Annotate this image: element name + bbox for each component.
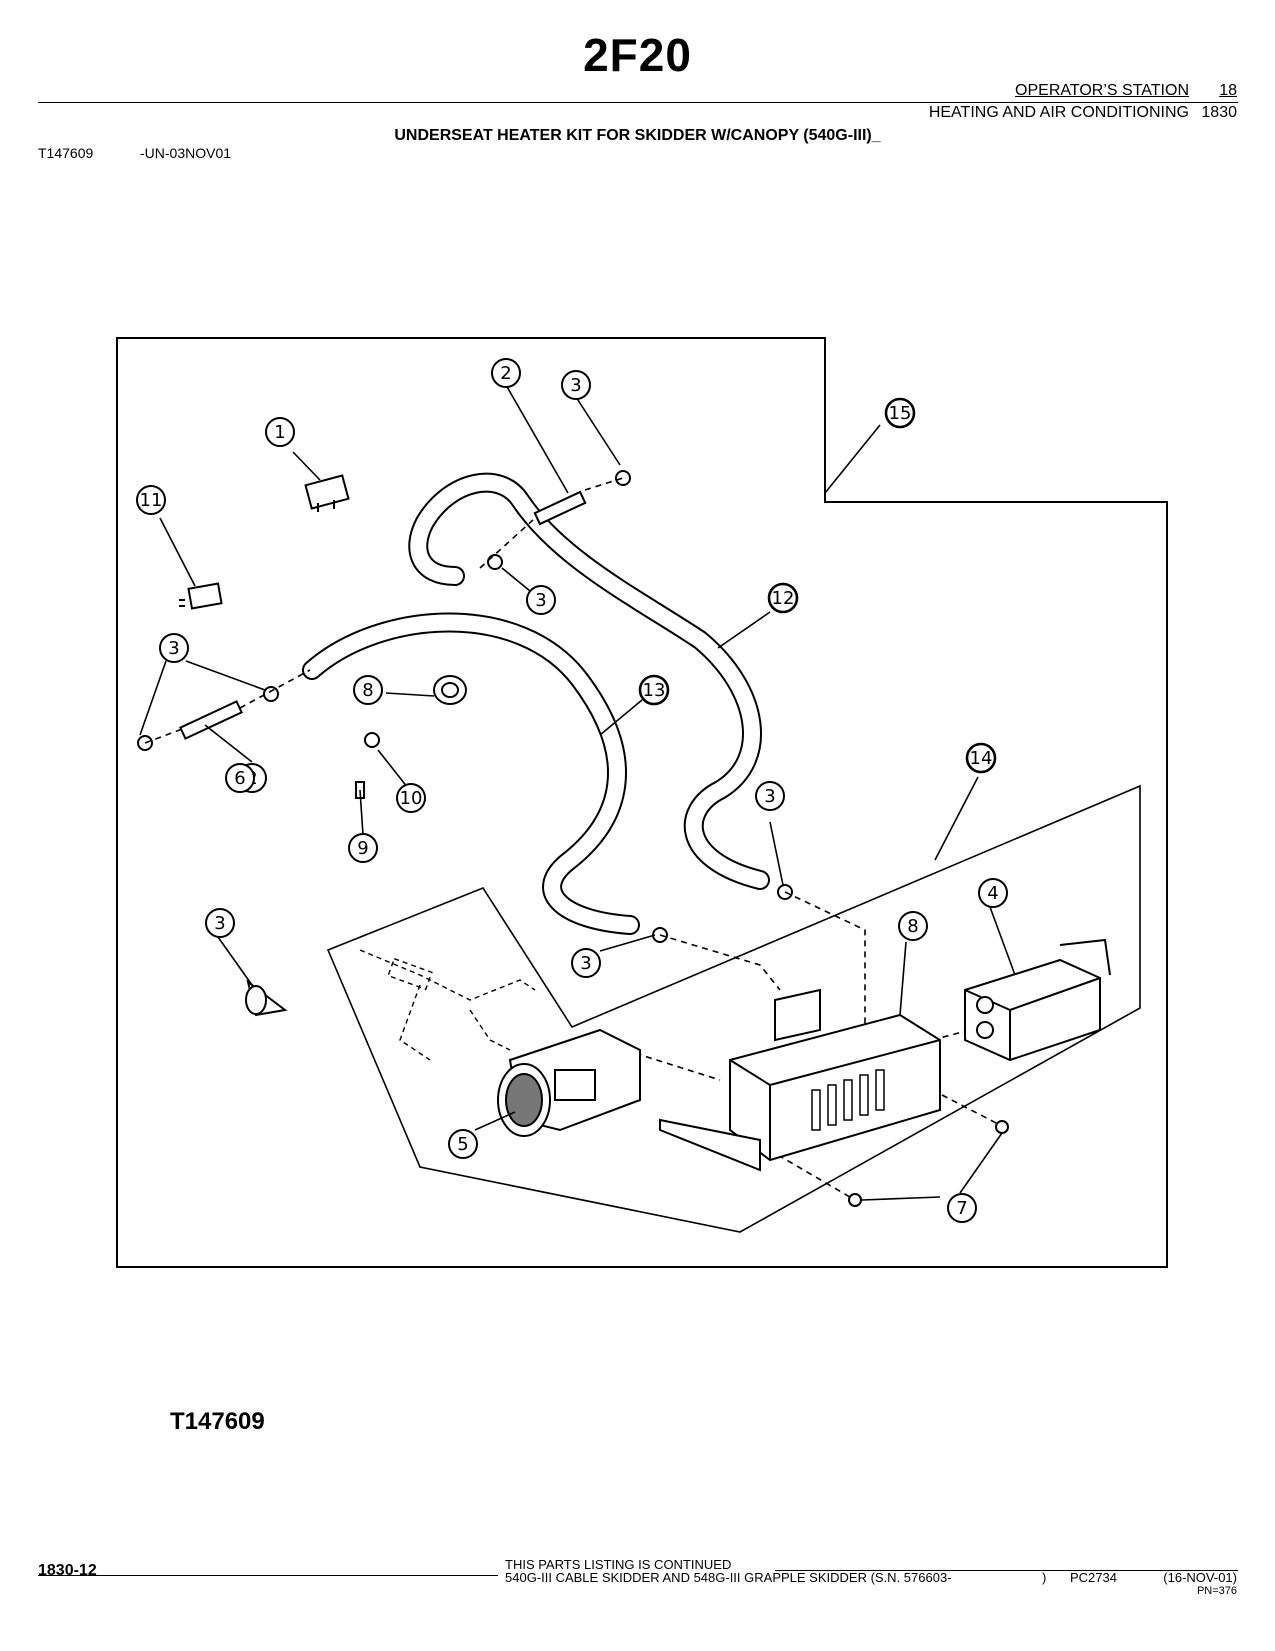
heater-core-icon: [964, 938, 1111, 1062]
subsection-name: HEATING AND AIR CONDITIONING: [928, 104, 1189, 121]
clamp: [487, 554, 503, 570]
diagram-frame: [116, 337, 1168, 1268]
tube-lower: [179, 700, 243, 740]
callout-number: 3: [168, 638, 179, 659]
callout-number: 14: [970, 748, 993, 769]
callout-number: 6: [234, 768, 245, 789]
callout-circle: [159, 633, 189, 663]
callout-number: 3: [535, 590, 546, 611]
callout-circle: [225, 763, 255, 793]
callout-number: 2: [500, 363, 511, 384]
kit-title: UNDERSEAT HEATER KIT FOR SKIDDER W/CANOP…: [394, 127, 881, 144]
footer-machine: 540G-III CABLE SKIDDER AND 548G-III GRAP…: [505, 1570, 952, 1585]
footer-page-number: 1830-12: [38, 1562, 97, 1579]
callout-number: 10: [400, 788, 423, 809]
inset-panel: [326, 784, 1141, 1233]
callout-number: 4: [987, 883, 998, 904]
figure-label: T147609: [170, 1408, 265, 1435]
footer-paren: ): [1042, 1570, 1047, 1585]
wiring-harness: [359, 949, 536, 1061]
screw-icon: [995, 1120, 1009, 1134]
callout-number: 3: [764, 786, 775, 807]
callout-number: 13: [643, 680, 666, 701]
callout-circle: [348, 833, 378, 863]
callout-circle: [884, 397, 916, 429]
callout-number: 3: [580, 953, 591, 974]
callout-number: 8: [362, 680, 373, 701]
callout-circle: [898, 911, 928, 941]
section-title: OPERATOR’S STATION 18: [1015, 82, 1237, 100]
callout-circle: [205, 908, 235, 938]
footer-continued: THIS PARTS LISTING IS CONTINUED: [505, 1557, 732, 1572]
tube-upper: [533, 490, 587, 526]
illustration-id: T147609: [38, 145, 94, 161]
fuse-icon: [304, 474, 350, 512]
callout-circle: [755, 781, 785, 811]
callout-circle: [978, 878, 1008, 908]
illustration-date-code: -UN-03NOV01: [140, 145, 232, 161]
page-code: 2F20: [583, 29, 692, 81]
heater-housing-icon: [659, 988, 941, 1172]
callout-circle: [396, 783, 426, 813]
footer-rule: [38, 1575, 498, 1576]
callout-number: 5: [457, 1134, 468, 1155]
callout-circle: [767, 582, 799, 614]
callout-number: 9: [357, 838, 368, 859]
callout-number: 7: [956, 1198, 967, 1219]
section-name: OPERATOR’S STATION: [1015, 82, 1189, 99]
callout-circle: [561, 370, 591, 400]
subsection-title: HEATING AND AIR CONDITIONING 1830: [929, 104, 1237, 122]
footer-rule-right: [775, 1570, 1238, 1571]
callout-number: 3: [214, 913, 225, 934]
switch-icon: [179, 582, 223, 610]
callout-number: 8: [907, 916, 918, 937]
clamp: [615, 470, 631, 486]
clip-icon: [364, 732, 380, 748]
callout-circle: [491, 358, 521, 388]
callout-circle: [448, 1129, 478, 1159]
clamp: [263, 686, 279, 702]
callout-circle: [136, 485, 166, 515]
callout-circle: [638, 674, 670, 706]
section-number: 18: [1219, 82, 1237, 99]
callout-number: 15: [889, 403, 912, 424]
callout-circle: [526, 585, 556, 615]
hose-13: [302, 612, 640, 935]
grommet-icon: [245, 675, 467, 1017]
callout-circle: [265, 417, 295, 447]
footer-date: (16-NOV-01): [1163, 1570, 1237, 1585]
screw-icon: [848, 1193, 862, 1207]
callout-circle: [571, 948, 601, 978]
subsection-number: 1830: [1201, 104, 1237, 121]
callout-number: 3: [570, 375, 581, 396]
callout-circle: [947, 1193, 977, 1223]
callout-number: 11: [140, 490, 163, 511]
callout-number: 12: [772, 588, 795, 609]
callout-circle: [353, 675, 383, 705]
footer-pc-number: PC2734: [1070, 1570, 1117, 1585]
footer-pn: PN=376: [1196, 1585, 1237, 1597]
blower-icon: [497, 1028, 641, 1137]
callout-circle: [965, 742, 997, 774]
header-rule: [38, 102, 1238, 103]
callout-number: 1: [274, 422, 285, 443]
